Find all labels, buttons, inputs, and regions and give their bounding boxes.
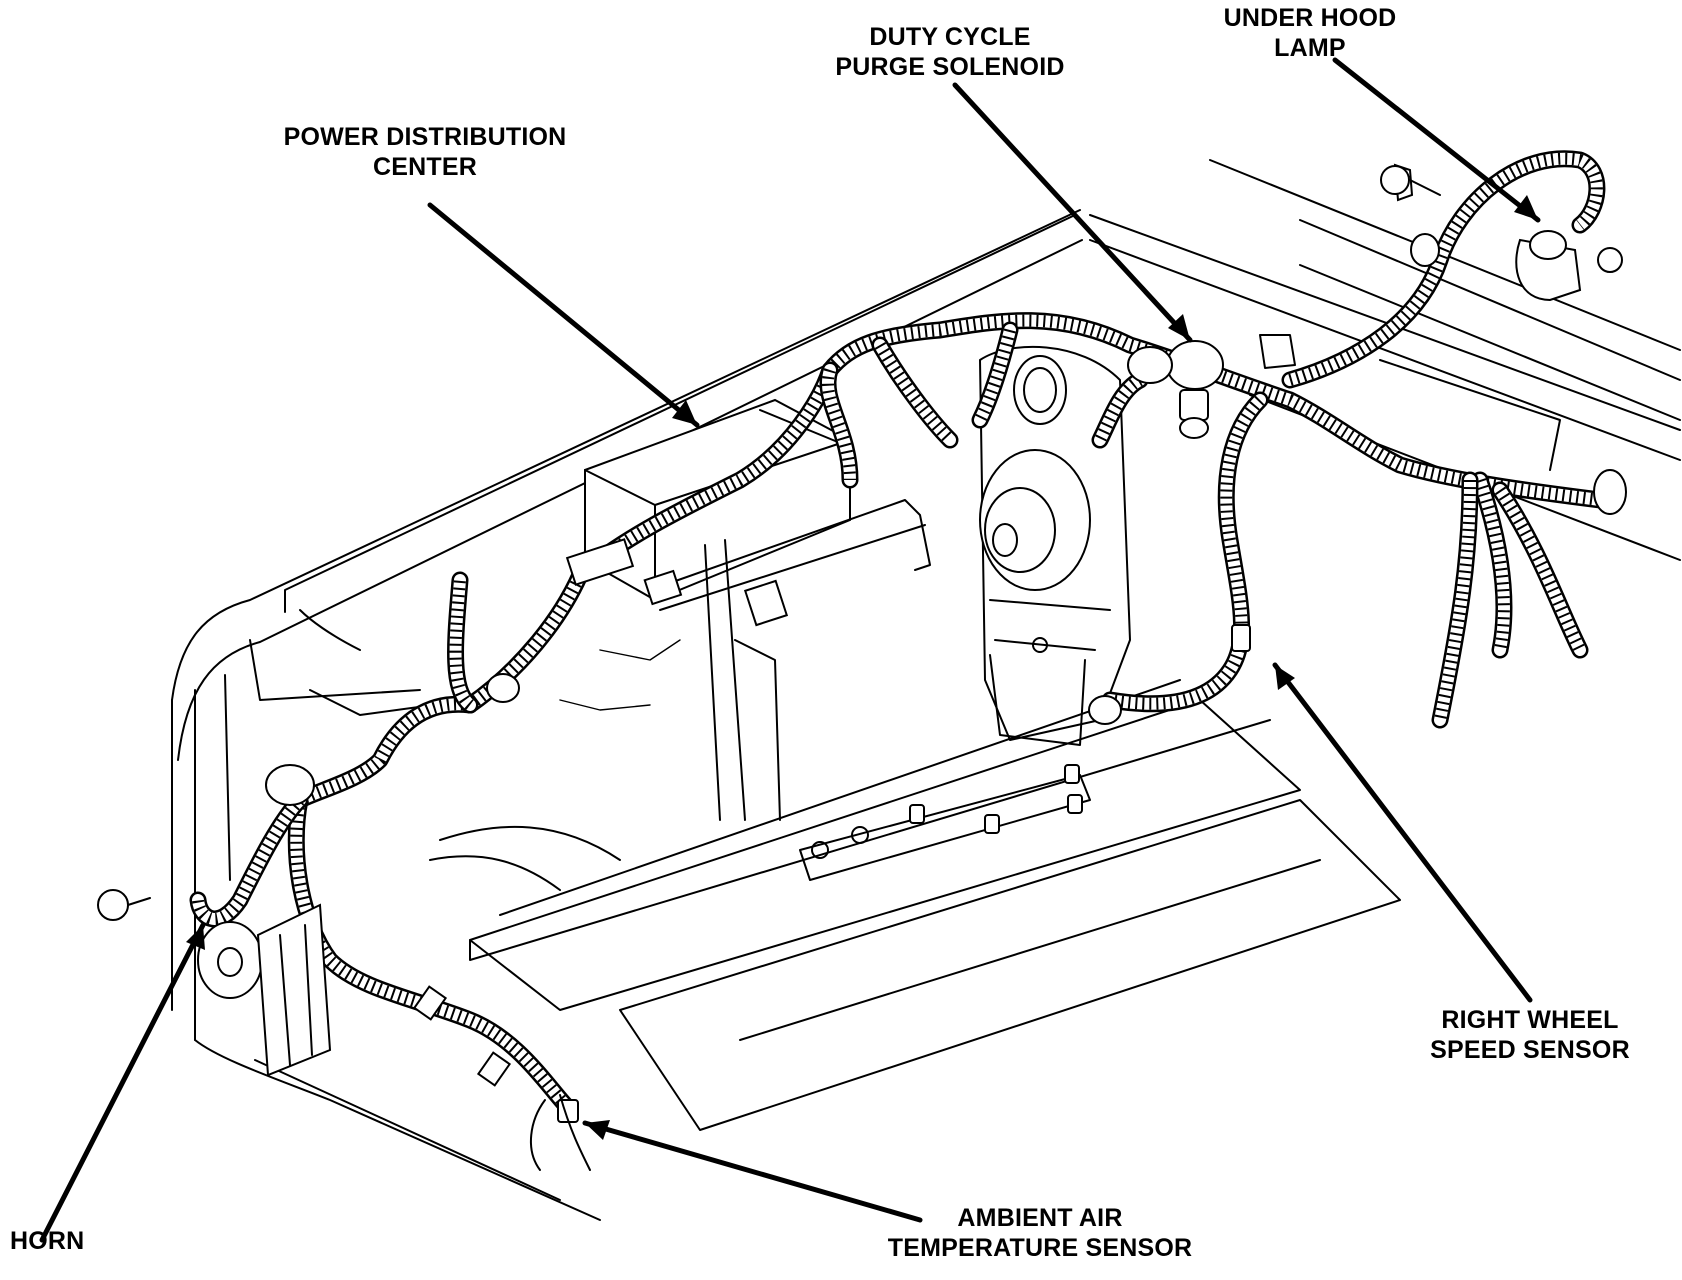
callout-line: LAMP (1274, 34, 1346, 62)
harness-connectors (265, 367, 1627, 1087)
leader-lines (39, 57, 1541, 1243)
callout-line: AMBIENT AIR (957, 1204, 1123, 1232)
callout-power-distribution-center: POWER DISTRIBUTION CENTER (255, 122, 595, 182)
callout-line: UNDER HOOD (1223, 4, 1397, 32)
inner-fender-panel (429, 639, 1401, 1131)
horn-part (97, 889, 332, 1077)
callout-line: RIGHT WHEEL (1441, 1006, 1619, 1034)
callout-line: DUTY CYCLE (869, 23, 1031, 51)
callout-line: POWER DISTRIBUTION (283, 123, 567, 151)
callout-duty-cycle-purge-solenoid: DUTY CYCLE PURGE SOLENOID (815, 22, 1085, 82)
callout-ambient-air-temperature-sensor: AMBIENT AIR TEMPERATURE SENSOR (870, 1203, 1210, 1263)
callout-horn: HORN (10, 1226, 100, 1256)
callout-right-wheel-speed-sensor: RIGHT WHEEL SPEED SENSOR (1410, 1005, 1650, 1065)
fender-and-cowl-outline (171, 209, 1083, 1221)
ambient-air-sensor-part (529, 1094, 591, 1171)
callout-line: HORN (10, 1227, 85, 1255)
callout-line: PURGE SOLENOID (835, 53, 1065, 81)
purge-solenoid-part (1127, 334, 1296, 439)
callout-line: CENTER (373, 153, 477, 181)
callout-line: SPEED SENSOR (1430, 1036, 1630, 1064)
callout-line: TEMPERATURE SENSOR (887, 1234, 1193, 1262)
callout-under-hood-lamp: UNDER HOOD LAMP (1210, 3, 1410, 63)
radiator-support-rail (799, 764, 1091, 881)
strut-tower (979, 345, 1131, 746)
under-hood-lamp-part (1380, 163, 1623, 302)
